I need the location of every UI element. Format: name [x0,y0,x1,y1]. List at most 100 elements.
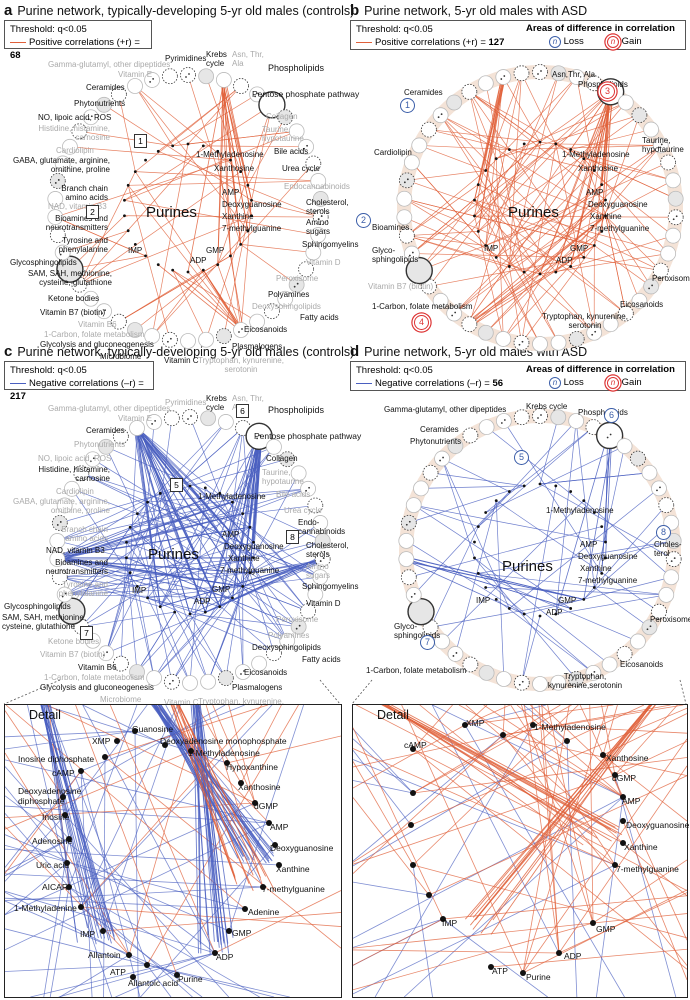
correlation-edge [583,158,640,301]
correlation-edge [129,427,138,573]
correlation-edge [172,269,258,322]
correlation-edge [406,557,584,600]
correlation-edge [172,269,207,340]
purine-metabolite-dot [507,148,511,151]
metabolic-pathway-node [462,427,479,444]
c-label-vitamin-d: Vitamin D [306,599,341,608]
e-camp: cAMP [52,768,75,778]
metabolite-dot [413,592,416,595]
correlation-edge [601,93,610,185]
detail-edge [353,918,444,948]
detail-edge [173,705,236,879]
correlation-edge [474,76,505,201]
c-label-urea: Urea cycle [284,506,322,515]
correlation-edge [219,493,316,595]
metabolic-pathway-node [298,261,314,278]
metabolite-dot [54,182,57,184]
correlation-edge [136,428,254,543]
metabolic-pathway-node [447,438,464,454]
correlation-edge [136,429,176,613]
c-label-ketone: Ketone bodies [48,637,100,646]
metabolic-pathway-node [396,190,413,207]
detail-edge [472,705,652,930]
correlation-edge [430,526,479,628]
metabolite-dot [518,343,521,346]
correlation-edge [151,269,204,337]
correlation-edge [539,89,614,275]
c-label-fatty: Fatty acids [302,655,341,664]
metabolite-dot [166,340,169,343]
c-marker-box-6: 6 [236,404,249,418]
correlation-edge [151,143,189,337]
metabolic-pathway-node [434,450,450,467]
panel-a-legend: Threshold: q<0.05 Positive correlations … [4,20,152,61]
label-tyrosine: Tyrosine and phenylalanine [58,236,108,254]
metabolic-pathway-node [447,646,464,662]
metabolic-pathway-node [400,514,417,531]
correlation-edge [57,493,161,542]
correlation-edge [81,472,148,503]
detail-edge [75,705,178,976]
correlation-edge [469,91,584,159]
correlation-edge [134,85,173,147]
c-label-glycolysis: Glycolysis and gluconeogenesis [40,683,154,692]
f-xanthosine: Xanthosine [606,753,649,763]
metabolic-pathway-node [112,428,129,445]
b-label-taurine: Taurine, hypotaurine [642,136,684,154]
detail-edge [480,705,653,934]
metabolic-pathway-node [161,68,178,85]
label-amino-sugars: Amino sugars [306,218,331,236]
d-label-1carbon: 1-Carbon, folate metabolism [366,666,467,675]
metabolite-dot [439,459,441,462]
correlation-edge [242,559,324,587]
metabolite-dot [151,423,154,425]
correlation-edge [58,557,243,587]
detail-edge [5,710,64,798]
correlation-edge [128,180,319,186]
b-loss-1: 1 [400,98,415,113]
e-hypoxanthine: Hypoxanthine [226,762,278,772]
metabolic-pathway-node [568,671,585,687]
c-label-b6: Vitamin B6 [78,663,117,672]
correlation-edge [468,91,510,267]
correlation-edge [105,502,148,654]
d-label-peroxisome: Peroxisome [650,615,690,624]
purine-metabolite-dot [494,598,498,601]
detail-edge [49,705,98,927]
d-loss-5: 5 [514,450,529,465]
correlation-edge [430,472,525,487]
correlation-edge [555,594,667,615]
detail-edge [5,813,70,888]
label-ketone: Ketone bodies [48,294,100,303]
metabolite-dot [106,651,108,654]
purine-metabolite-dot [473,540,476,544]
detail-edge [5,848,280,866]
detail-metabolite-dot [78,768,84,774]
correlation-edge [71,488,138,514]
correlation-edge [59,572,250,578]
metabolic-pathway-node [56,497,73,514]
detail-edge [490,705,652,935]
detail-edge [592,859,687,924]
correlation-edge [555,438,608,615]
detail-edge [353,724,466,789]
correlation-edge [419,145,510,150]
metabolic-pathway-node [51,515,68,531]
metabolite-dot [241,328,243,330]
d-inner-1-methyladenosine: 1-Methyladenosine [546,506,614,515]
b-label-asn: Asn,Thr, Ala [552,70,596,79]
detail-metabolite-dot [174,972,180,978]
detail-metabolite-dot [488,964,494,970]
correlation-edge [249,572,309,612]
b-inner-xanthine: Xanthine [590,212,622,221]
correlation-edge [251,199,321,218]
detail-edge [353,727,444,920]
correlation-edge [133,426,191,615]
c-label-sphingomyelins: Sphingomyelins [302,582,359,591]
purine-metabolite-dot [592,169,596,172]
c-center-purines: Purines [148,546,199,563]
detail-metabolite-dot [410,862,416,868]
purine-metabolite-dot [538,482,542,486]
